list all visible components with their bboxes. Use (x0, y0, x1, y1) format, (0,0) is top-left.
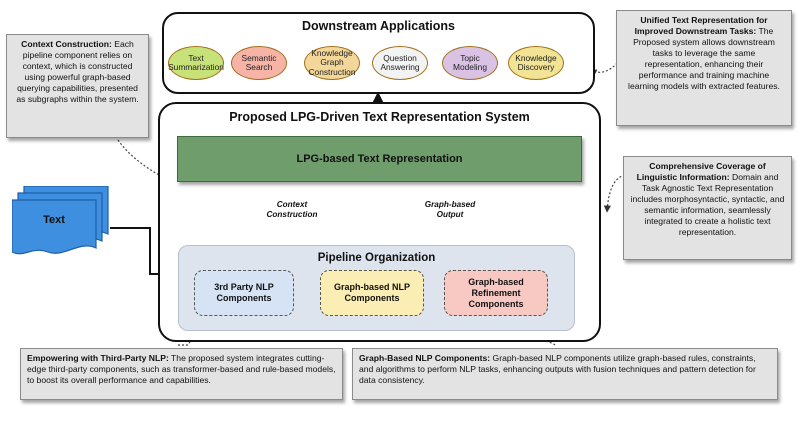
system-title: Proposed LPG-Driven Text Representation … (229, 110, 530, 124)
app-oval-2: Knowledge Graph Construction (304, 46, 360, 80)
graph-based-nlp-callout: Graph-Based NLP Components: Graph-based … (352, 348, 778, 400)
text-document-stack-icon (12, 186, 109, 255)
text-input-label: Text (43, 214, 65, 226)
app-label: Semantic Search (241, 52, 277, 72)
callout-text: Domain and Task Agnostic Text Representa… (630, 172, 785, 237)
downstream-title: Downstream Applications (301, 19, 456, 33)
callout-lead: Unified Text Representation for Improved… (634, 15, 768, 36)
callout-lead: Empowering with Third-Party NLP: (27, 353, 169, 363)
app-oval-1: Semantic Search (231, 46, 287, 80)
graph-based-output-label: Graph-based Output (424, 200, 476, 219)
component-graph-refinement: Graph-based Refinement Components (444, 270, 548, 316)
app-oval-3: Question Answering (372, 46, 428, 80)
third-party-nlp-callout: Empowering with Third-Party NLP: The pro… (20, 348, 343, 400)
app-oval-4: Topic Modeling (442, 46, 498, 80)
app-label: Text Summarization (168, 52, 224, 72)
lpg-representation-box: LPG-based Text Representation (177, 136, 582, 182)
callout-text: Each pipeline component relies on contex… (16, 39, 139, 104)
downstream-panel: Downstream Applications Text Summarizati… (162, 12, 595, 94)
linguistic-coverage-callout: Comprehensive Coverage of Linguistic Inf… (623, 156, 792, 260)
app-oval-0: Text Summarization (168, 46, 224, 80)
app-label: Knowledge Discovery (515, 52, 557, 72)
context-construction-callout: Context Construction: Each pipeline comp… (6, 34, 149, 138)
component-graph-nlp: Graph-based NLP Components (320, 270, 424, 316)
pipeline-title: Pipeline Organization (317, 252, 436, 264)
callout-lead: Graph-Based NLP Components: (359, 353, 491, 363)
callout-lead: Comprehensive Coverage of Linguistic Inf… (636, 161, 766, 182)
app-label: Question Answering (380, 52, 420, 72)
callout-text: Graph-based NLP components utilize graph… (359, 353, 756, 385)
app-label: Knowledge Graph Construction (308, 47, 356, 77)
component-third-party: 3rd Party NLP Components (194, 270, 294, 316)
callout-text: The proposed system integrates cutting-e… (27, 353, 336, 385)
callout-text: The Proposed system allows downstream ta… (628, 26, 780, 91)
app-oval-5: Knowledge Discovery (508, 46, 564, 80)
callout-lead: Context Construction: (21, 39, 112, 49)
unified-representation-callout: Unified Text Representation for Improved… (616, 10, 792, 126)
context-construction-label: Context Construction (266, 200, 318, 219)
app-label: Topic Modeling (453, 52, 487, 72)
